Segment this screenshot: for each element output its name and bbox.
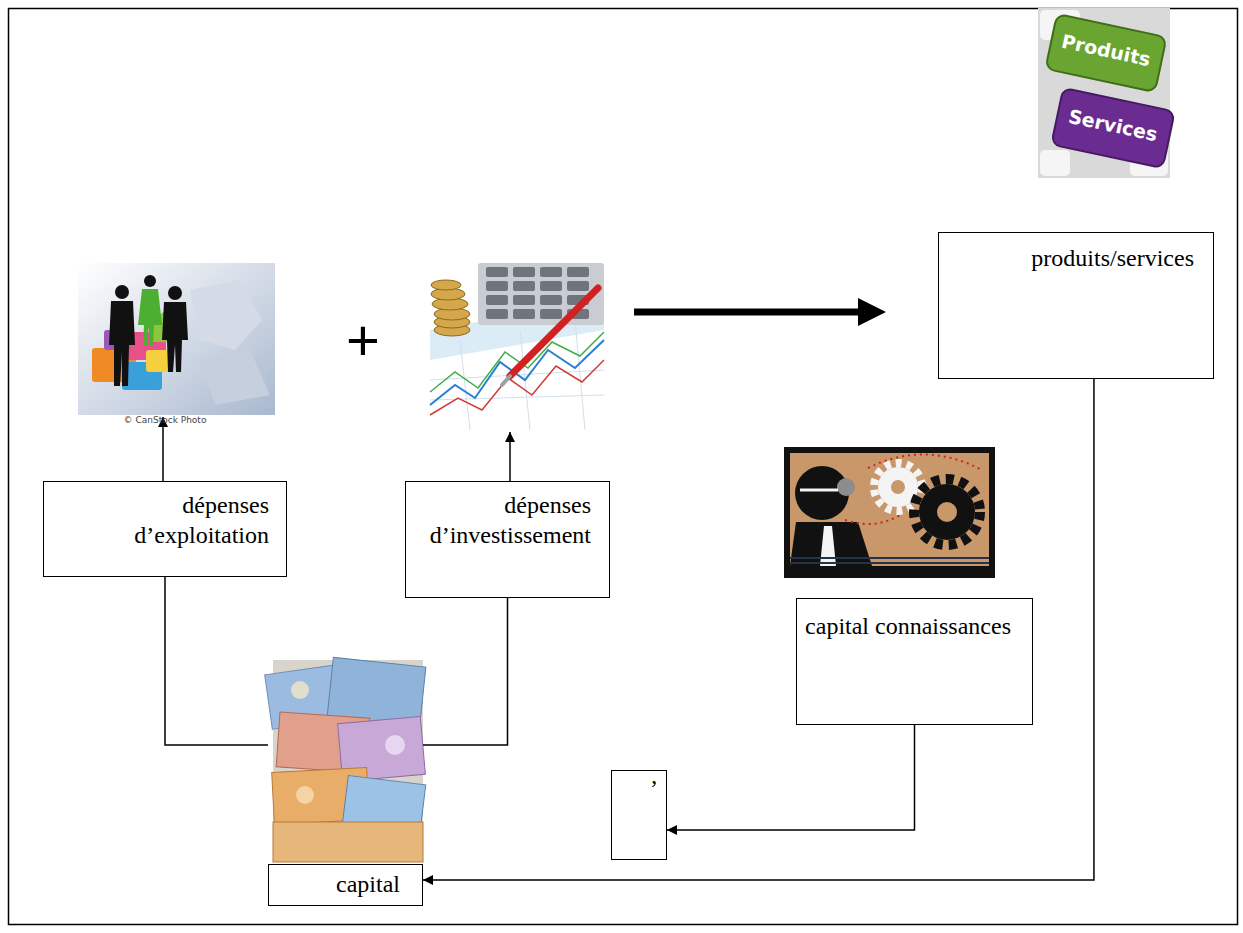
flow-arrow xyxy=(634,298,886,326)
connector-line xyxy=(667,725,915,830)
knowledge-gear-picture-part xyxy=(784,447,995,578)
process-box: ’ xyxy=(611,770,667,860)
flow-arrow-part xyxy=(858,298,886,326)
calculator-chart-picture-part xyxy=(431,280,470,336)
calculator-chart-picture-part-part xyxy=(567,281,589,291)
knowledge-gear-picture-part xyxy=(937,502,957,522)
calculator-chart-picture xyxy=(430,263,604,430)
knowledge-gear-picture-part xyxy=(820,526,836,566)
connector-line xyxy=(423,598,508,745)
box-text: dépenses d’exploitation xyxy=(52,490,269,550)
watermark: © CanStock Photo xyxy=(100,416,230,426)
process-box: capital connaissances xyxy=(796,598,1033,725)
people-puzzle-picture-part xyxy=(115,285,129,299)
calculator-chart-picture-part-part xyxy=(513,267,535,277)
leader-arrow xyxy=(162,417,164,481)
knowledge-gear-picture-part xyxy=(790,522,872,566)
calculator-chart-picture-part xyxy=(478,263,604,325)
calculator-chart-picture-part xyxy=(502,376,510,385)
people-puzzle-picture-part xyxy=(138,289,162,345)
knowledge-gear-picture-part xyxy=(891,480,905,494)
leader-arrow xyxy=(509,432,511,481)
banknotes-picture-part xyxy=(296,786,314,804)
calculator-chart-picture-part-part xyxy=(540,267,562,277)
knowledge-gear-picture-part xyxy=(845,515,900,524)
knowledge-gear-picture-part xyxy=(919,484,975,540)
calculator-chart-picture-part xyxy=(510,288,598,376)
banknotes-picture xyxy=(265,657,426,862)
calculator-chart-picture-part-part xyxy=(513,309,535,319)
people-puzzle-picture-part xyxy=(168,286,182,300)
calculator-chart-picture-part-part xyxy=(513,281,535,291)
calculator-chart-picture-part-part xyxy=(486,309,508,319)
calculator-chart-picture-part-part xyxy=(486,281,508,291)
people-puzzle-picture-part xyxy=(162,302,188,372)
keyboard-keys-picture-part xyxy=(1045,14,1166,92)
box-text: dépenses d’investissement xyxy=(414,490,591,550)
banknotes-picture-part xyxy=(291,681,309,699)
keyboard-keys-picture xyxy=(1038,8,1175,178)
knowledge-gear-picture-part xyxy=(874,463,922,511)
calculator-chart-picture-part xyxy=(430,332,604,392)
calculator-chart-picture-part-part xyxy=(540,281,562,291)
calculator-chart-picture-part-part xyxy=(567,267,589,277)
knowledge-gear-picture-part xyxy=(914,479,980,545)
people-puzzle-picture-part xyxy=(144,275,156,287)
calculator-chart-picture-part-part xyxy=(540,295,562,305)
people-puzzle-picture-part xyxy=(200,350,270,405)
box-text: capital xyxy=(275,869,400,899)
people-puzzle-picture-part xyxy=(109,301,135,386)
banknotes-picture-part xyxy=(385,735,405,755)
calculator-chart-picture-part-part xyxy=(540,309,562,319)
calculator-chart-picture-part-part xyxy=(431,280,461,290)
people-puzzle-picture-part xyxy=(78,263,275,415)
connector-line xyxy=(165,577,268,745)
process-box: dépenses d’exploitation xyxy=(43,481,287,577)
plus-sign: + xyxy=(341,308,385,372)
calculator-chart-picture-part-part xyxy=(486,295,508,305)
connector-layer-part xyxy=(165,379,1094,880)
keyboard-keys-picture-part xyxy=(1051,88,1175,168)
keyboard-keys-picture-part xyxy=(1040,150,1070,176)
process-box: dépenses d’investissement xyxy=(405,481,610,598)
calculator-chart-picture-part xyxy=(430,320,604,430)
knowledge-gear-picture xyxy=(784,447,995,578)
box-text: produits/services xyxy=(949,243,1194,273)
knowledge-gear-picture-part xyxy=(868,454,982,470)
process-box: capital xyxy=(268,660,423,906)
knowledge-gear-picture-part xyxy=(837,478,855,496)
calculator-chart-picture-part-part xyxy=(486,267,508,277)
knowledge-gear-picture-part xyxy=(800,489,838,492)
process-box: produits/services xyxy=(938,232,1214,379)
key-label: Produits xyxy=(1045,28,1167,73)
people-puzzle-picture-part xyxy=(190,280,262,350)
calculator-chart-picture-part xyxy=(430,263,604,430)
banknotes-picture-part xyxy=(273,822,423,862)
box-text: ’ xyxy=(616,773,658,803)
outer-frame xyxy=(9,9,1238,925)
knowledge-gear-picture-part xyxy=(790,558,989,563)
flow-arrow-part xyxy=(634,309,860,316)
key-label: Services xyxy=(1052,103,1174,148)
people-puzzle-picture xyxy=(78,263,275,415)
process-box-frame: capital xyxy=(268,864,423,906)
calculator-chart-picture-part-part xyxy=(513,295,535,305)
knowledge-gear-picture-part-part xyxy=(790,557,989,559)
connector-line xyxy=(423,379,1094,880)
box-text: capital connaissances xyxy=(805,611,1011,641)
knowledge-gear-picture-part xyxy=(790,453,989,566)
knowledge-gear-picture-part-part xyxy=(790,562,989,564)
